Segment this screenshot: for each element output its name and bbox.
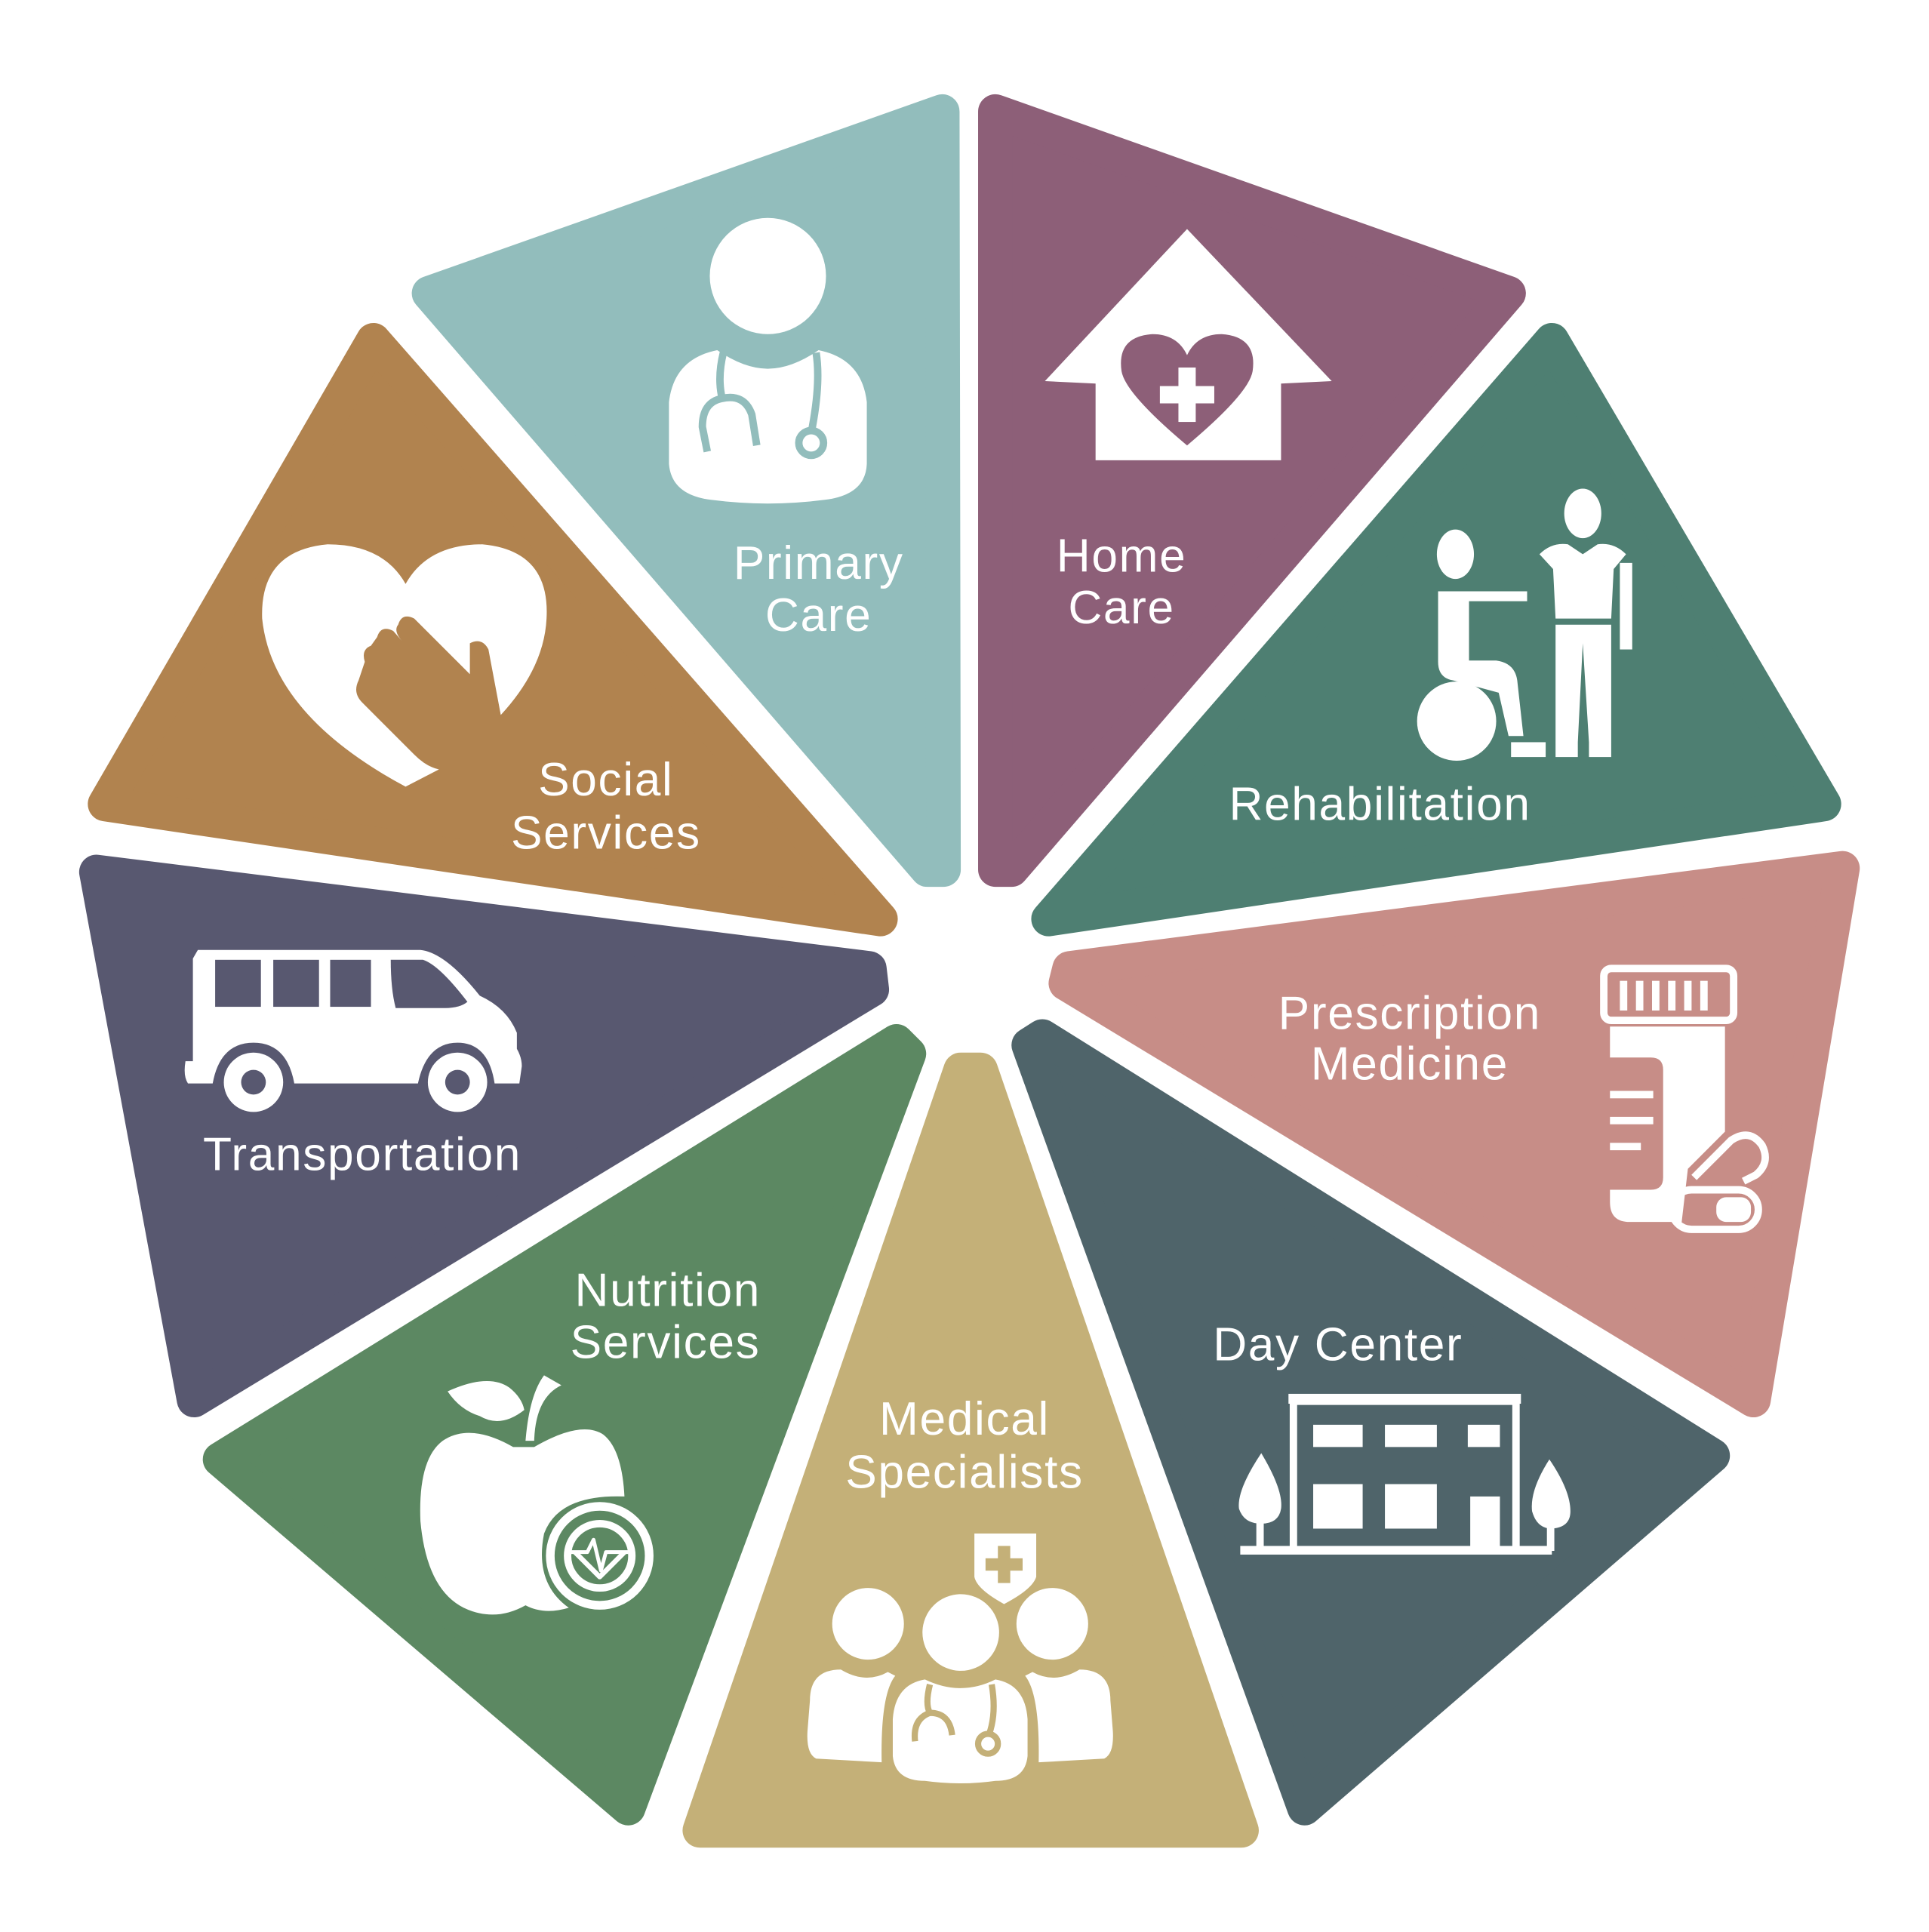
building-icon [1238,1393,1571,1555]
label-line: Services [571,1316,761,1368]
segment-rehabilitation[interactable]: Rehabilitation [1031,323,1841,937]
label-line: Rehabilitation [1229,779,1531,831]
medical-team-icon [807,1534,1113,1784]
label-line: Transportation [203,1128,521,1180]
segment-transportation[interactable]: Transportation [78,854,890,1418]
label-line: Medicine [1311,1038,1509,1091]
label-line: Day Center [1213,1319,1463,1371]
label-line: Care [1068,582,1174,634]
label-line: Prescription [1278,988,1541,1040]
pill-bottle-icon [1600,964,1769,1233]
house-heart-icon [1044,229,1332,460]
segment-medical-specialists-shape [682,1052,1259,1848]
segment-nutrition-services-shape [202,1024,927,1826]
apple-heart-icon [420,1375,654,1615]
segment-day-center[interactable]: Day Center [1011,1019,1731,1826]
segment-prescription-medicine-shape [1048,851,1860,1418]
label-line: Care [765,589,872,641]
van-icon [184,949,522,1112]
wheelchair-caregiver-icon [1417,488,1632,761]
segment-day-center-shape [1011,1019,1731,1826]
label-line: Specialists [845,1446,1084,1498]
label-line: Services [511,807,701,859]
label-line: Medical [879,1393,1050,1445]
doctor-icon [669,217,867,504]
label-line: Primary [734,537,904,589]
heart-hand-icon [262,544,547,787]
label-line: Nutrition [574,1265,761,1317]
label-line: Home [1057,530,1187,582]
label-line: Social [538,754,673,806]
segment-rehabilitation-shape [1031,323,1841,937]
